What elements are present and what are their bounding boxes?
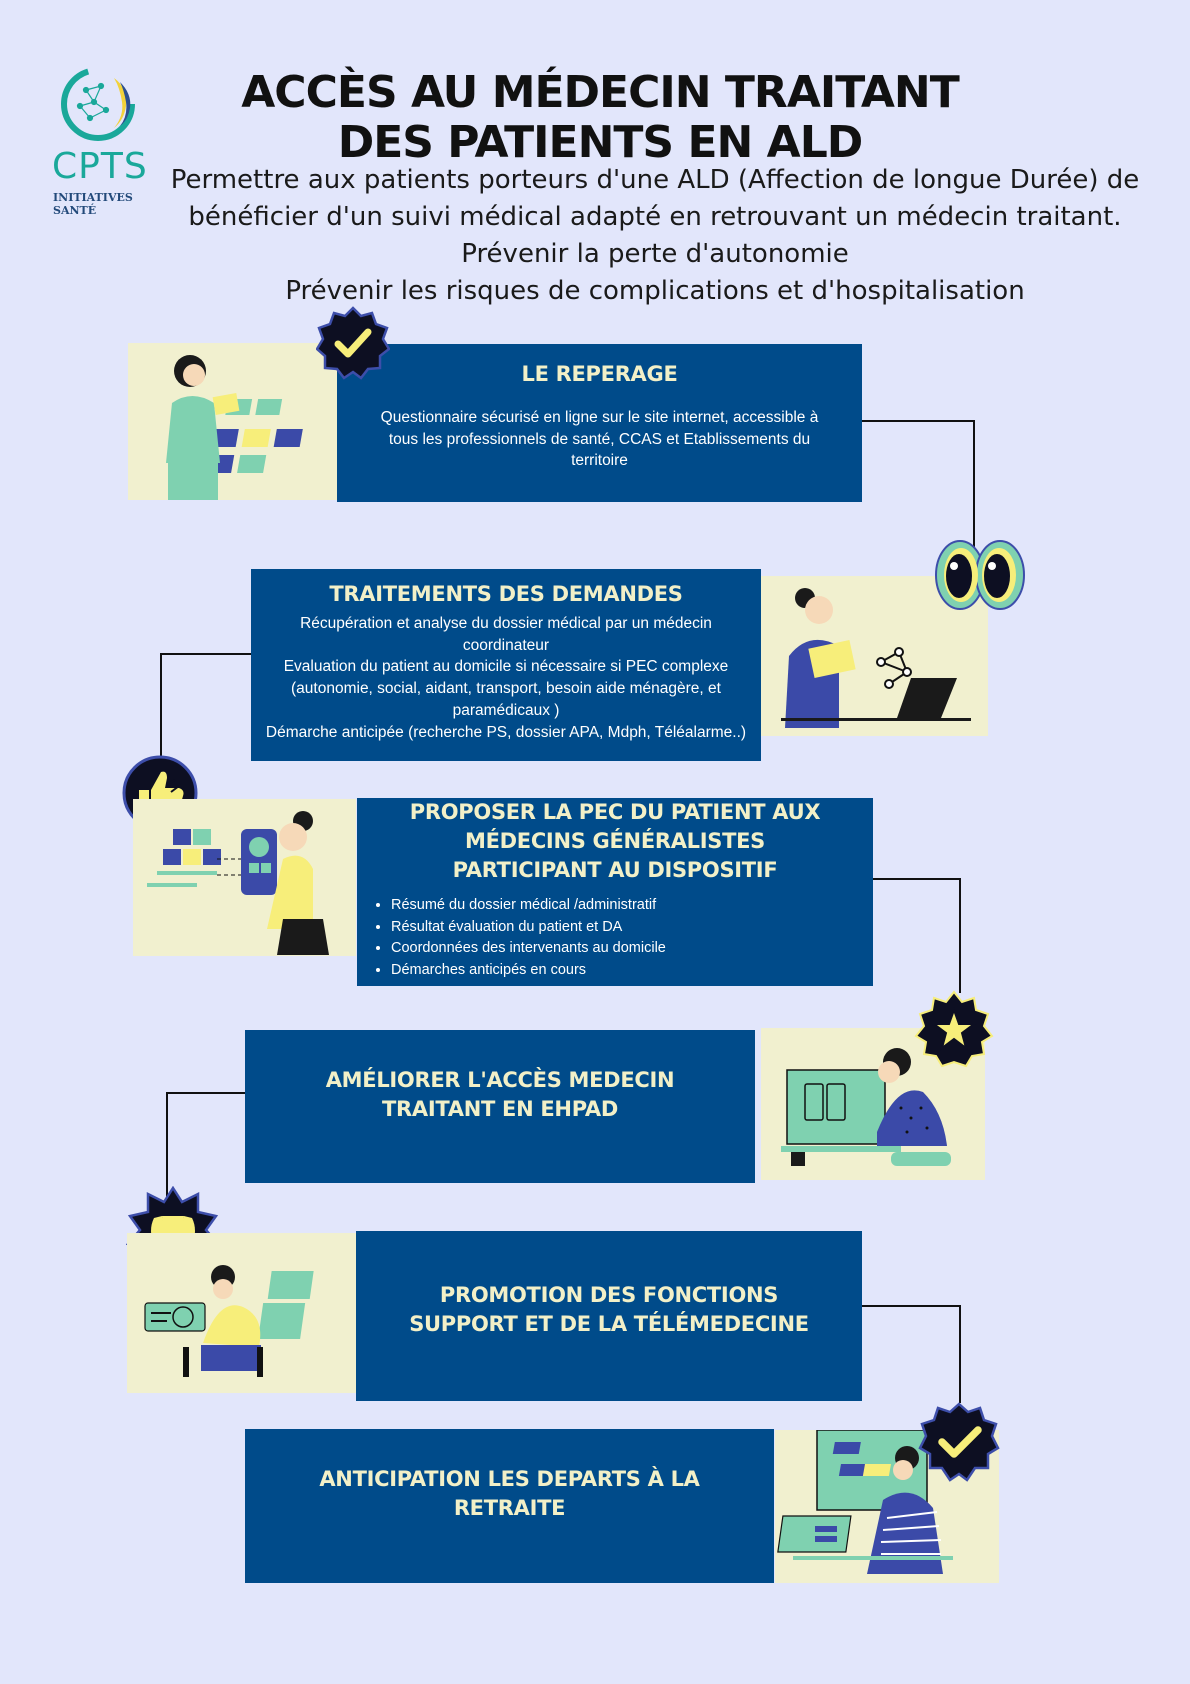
step-3-title-line: MÉDECINS GÉNÉRALISTES xyxy=(465,829,765,853)
step-6-title-line: RETRAITE xyxy=(453,1496,566,1520)
step-3-title-line: PROPOSER LA PEC DU PATIENT AUX xyxy=(409,800,821,824)
page-subtitle: Permettre aux patients porteurs d'une AL… xyxy=(160,162,1150,310)
title-line-2: DES PATIENTS EN ALD xyxy=(337,117,864,168)
woman-at-desk-illustration xyxy=(781,1048,951,1166)
page-title: ACCÈS AU MÉDECIN TRAITANT DES PATIENTS E… xyxy=(150,68,1050,168)
step-1-title: LE REPERAGE xyxy=(521,362,678,386)
connector-line xyxy=(166,1092,168,1197)
step-2-text: Démarche anticipée (recherche PS, dossie… xyxy=(265,723,747,741)
connector-line xyxy=(973,420,975,548)
step-2-text: (autonomie, social, aidant, transport, b… xyxy=(291,680,721,698)
connector-line xyxy=(862,1305,960,1307)
subtitle-line: bénéficier d'un suivi médical adapté en … xyxy=(188,202,1122,232)
step-2-box: TRAITEMENTS DES DEMANDES Récupération et… xyxy=(251,569,761,761)
title-line-1: ACCÈS AU MÉDECIN TRAITANT xyxy=(241,67,959,118)
logo-tagline: INITIATIVES SANTÉ xyxy=(53,191,133,217)
logo: CPTS INITIATIVES SANTÉ xyxy=(44,58,154,217)
connector-line xyxy=(959,878,961,993)
step-2-text: coordinateur xyxy=(462,636,550,654)
illustration-step-3 xyxy=(133,799,356,956)
connector-line xyxy=(959,1305,961,1403)
step-1-text: territoire xyxy=(571,452,628,470)
connector-line xyxy=(166,1092,246,1094)
step-1-text: tous les professionnels de santé, CCAS e… xyxy=(388,430,811,448)
woman-with-tablet-illustration xyxy=(166,355,303,500)
star-badge-icon xyxy=(914,990,994,1068)
checkmark-badge-icon xyxy=(918,1402,1000,1482)
logo-wordmark: CPTS xyxy=(52,146,148,187)
subtitle-line: Prévenir la perte d'autonomie xyxy=(461,239,849,269)
step-3-title-line: PARTICIPANT AU DISPOSITIF xyxy=(452,858,778,882)
step-3-box: PROPOSER LA PEC DU PATIENT AUX MÉDECINS … xyxy=(357,798,873,986)
step-4-title-line: AMÉLIORER L'ACCÈS MEDECIN xyxy=(325,1068,675,1092)
step-3-bullet: Résumé du dossier médical /administratif xyxy=(391,895,873,917)
step-1-box: LE REPERAGE Questionnaire sécurisé en li… xyxy=(337,344,862,502)
eyes-icon xyxy=(935,540,1025,610)
woman-at-monitor-illustration xyxy=(777,1429,953,1574)
step-4-title-line: TRAITANT EN EHPAD xyxy=(382,1097,618,1121)
logo-globe-icon xyxy=(61,67,135,141)
connector-line xyxy=(870,878,960,880)
step-2-text: paramédicaux ) xyxy=(452,701,560,719)
step-6-box: ANTICIPATION LES DEPARTS À LA RETRAITE xyxy=(245,1429,774,1583)
illustration-step-5 xyxy=(127,1233,356,1393)
step-4-box: AMÉLIORER L'ACCÈS MEDECIN TRAITANT EN EH… xyxy=(245,1030,755,1183)
woman-with-clipboard-illustration xyxy=(781,588,971,728)
connector-line xyxy=(862,420,974,422)
step-3-bullet: Coordonnées des intervenants au domicile xyxy=(391,938,873,960)
woman-with-phone-illustration xyxy=(147,811,329,955)
step-1-text: Questionnaire sécurisé en ligne sur le s… xyxy=(380,409,819,426)
step-2-text: Récupération et analyse du dossier médic… xyxy=(300,615,712,632)
subtitle-line: Permettre aux patients porteurs d'une AL… xyxy=(170,165,1140,195)
step-3-bullet: Résultat évaluation du patient et DA xyxy=(391,917,873,939)
illustration-step-6 xyxy=(775,1429,999,1583)
subtitle-line: Prévenir les risques de complications et… xyxy=(285,276,1025,306)
step-2-text: Evaluation du patient au domicile si néc… xyxy=(283,658,729,676)
step-6-title-line: ANTICIPATION LES DEPARTS À LA xyxy=(319,1467,700,1491)
step-3-bullet: Démarches anticipés en cours xyxy=(391,960,873,982)
connector-line xyxy=(160,653,252,655)
woman-with-screens-illustration xyxy=(144,1265,314,1377)
illustration-step-1 xyxy=(128,343,338,500)
step-5-title-line: PROMOTION DES FONCTIONS xyxy=(439,1283,779,1307)
checkmark-badge-icon xyxy=(316,306,390,380)
connector-line xyxy=(160,653,162,758)
step-5-title-line: SUPPORT ET DE LA TÉLÉMEDECINE xyxy=(409,1312,809,1336)
step-5-box: PROMOTION DES FONCTIONS SUPPORT ET DE LA… xyxy=(356,1231,862,1401)
step-2-title: TRAITEMENTS DES DEMANDES xyxy=(329,582,683,606)
